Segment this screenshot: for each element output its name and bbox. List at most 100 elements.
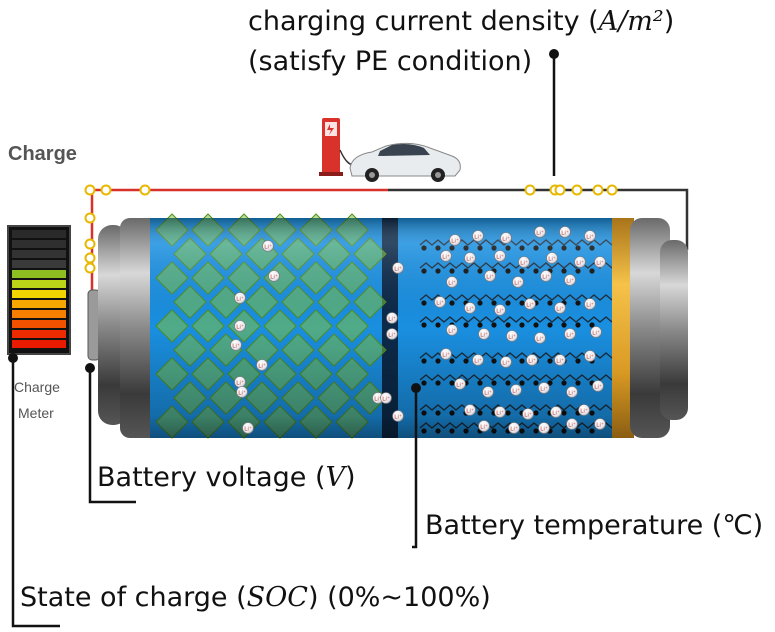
li-ion-label: Li⁺ [528, 357, 536, 364]
li-ion-label: Li⁺ [236, 323, 244, 330]
soc-unit: SOC [246, 582, 308, 613]
li-ion-label: Li⁺ [552, 409, 560, 416]
callout-soc [11, 358, 60, 628]
li-ion-label: Li⁺ [548, 255, 556, 262]
li-ion-label: Li⁺ [466, 305, 474, 312]
li-ion: Li⁺ [554, 302, 566, 314]
meter-bar [12, 340, 66, 348]
battery-body [150, 213, 620, 439]
charger-icon [319, 118, 357, 176]
li-ion-label: Li⁺ [244, 425, 252, 432]
li-ion-label: Li⁺ [480, 423, 488, 430]
li-ion: Li⁺ [494, 250, 506, 262]
li-ion-label: Li⁺ [486, 273, 494, 280]
li-ion-label: Li⁺ [540, 385, 548, 392]
li-ion: Li⁺ [594, 256, 606, 268]
li-ion-label: Li⁺ [540, 425, 548, 432]
wire-dark [388, 188, 689, 250]
li-ion: Li⁺ [454, 378, 466, 390]
callout-voltage [88, 368, 136, 504]
li-ion-label: Li⁺ [592, 329, 600, 336]
li-ion: Li⁺ [494, 406, 506, 418]
li-ion: Li⁺ [236, 386, 248, 398]
li-ion-label: Li⁺ [448, 279, 456, 286]
li-ion: Li⁺ [538, 382, 550, 394]
li-ion-label: Li⁺ [474, 357, 482, 364]
li-ion-label: Li⁺ [388, 315, 396, 322]
li-ion: Li⁺ [550, 406, 562, 418]
li-ion: Li⁺ [546, 252, 558, 264]
li-ion: Li⁺ [518, 256, 530, 268]
li-ion: Li⁺ [534, 226, 546, 238]
li-ion: Li⁺ [578, 404, 590, 416]
li-ion: Li⁺ [262, 240, 274, 252]
li-ion: Li⁺ [592, 380, 604, 392]
meter-bar [12, 290, 66, 298]
li-ion: Li⁺ [440, 250, 452, 262]
soc-prefix: State of charge ( [20, 582, 247, 613]
label-current-density: charging current density (A/m²) [248, 6, 674, 38]
li-ion: Li⁺ [590, 326, 602, 338]
li-ion: Li⁺ [446, 276, 458, 288]
meter-bar [12, 230, 66, 238]
li-ion-label: Li⁺ [586, 233, 594, 240]
li-ion: Li⁺ [584, 298, 596, 310]
li-ion-label: Li⁺ [566, 277, 574, 284]
li-ion-label: Li⁺ [236, 379, 244, 386]
li-ion-label: Li⁺ [394, 413, 402, 420]
li-ion: Li⁺ [242, 422, 254, 434]
li-ion-label: Li⁺ [270, 273, 278, 280]
electron-ring [100, 184, 112, 196]
li-ion-label: Li⁺ [524, 411, 532, 418]
li-ion: Li⁺ [564, 328, 576, 340]
li-ion-label: Li⁺ [436, 299, 444, 306]
li-ion-label: Li⁺ [536, 335, 544, 342]
li-ion-label: Li⁺ [451, 237, 459, 244]
li-ion-label: Li⁺ [596, 259, 604, 266]
li-ion: Li⁺ [508, 422, 520, 434]
charge-meter [7, 225, 71, 355]
li-ion: Li⁺ [234, 292, 246, 304]
meter-bar [12, 280, 66, 288]
label-state-of-charge: State of charge (SOC) (0%~100%) [20, 582, 491, 614]
li-ion-label: Li⁺ [576, 259, 584, 266]
li-ion: Li⁺ [230, 339, 242, 351]
gold-ring [612, 218, 634, 438]
li-ion-label: Li⁺ [374, 395, 382, 402]
battery-right-cap [612, 218, 688, 438]
li-ion-label: Li⁺ [596, 421, 604, 428]
meter-bar [12, 270, 66, 278]
li-ion-label: Li⁺ [232, 342, 240, 349]
li-ion-label: Li⁺ [496, 253, 504, 260]
li-ion: Li⁺ [506, 330, 518, 342]
current-suffix: ) [663, 6, 675, 37]
li-ion-label: Li⁺ [556, 357, 564, 364]
li-ion-label: Li⁺ [466, 407, 474, 414]
voltage-suffix: ) [345, 462, 356, 493]
charge-title: Charge [8, 143, 77, 165]
electron-ring [139, 184, 151, 196]
li-ion: Li⁺ [449, 234, 461, 246]
li-ion-label: Li⁺ [556, 305, 564, 312]
li-ion-label: Li⁺ [236, 295, 244, 302]
li-ion: Li⁺ [512, 276, 524, 288]
li-ion-label: Li⁺ [512, 387, 520, 394]
li-ion-label: Li⁺ [394, 265, 402, 272]
li-ion-label: Li⁺ [448, 327, 456, 334]
li-ion: Li⁺ [268, 270, 280, 282]
label-pe-condition: (satisfy PE condition) [248, 46, 533, 77]
callout-temperature [412, 388, 418, 549]
li-ion: Li⁺ [386, 312, 398, 324]
li-ion-label: Li⁺ [561, 229, 569, 236]
li-ion: Li⁺ [564, 274, 576, 286]
electron-rings [84, 184, 618, 274]
li-ion: Li⁺ [584, 350, 596, 362]
li-ion-label: Li⁺ [442, 253, 450, 260]
li-ion-label: Li⁺ [238, 389, 246, 396]
li-ion: Li⁺ [472, 354, 484, 366]
li-ion-label: Li⁺ [542, 273, 550, 280]
li-ion: Li⁺ [494, 304, 506, 316]
li-ion-label: Li⁺ [388, 331, 396, 338]
